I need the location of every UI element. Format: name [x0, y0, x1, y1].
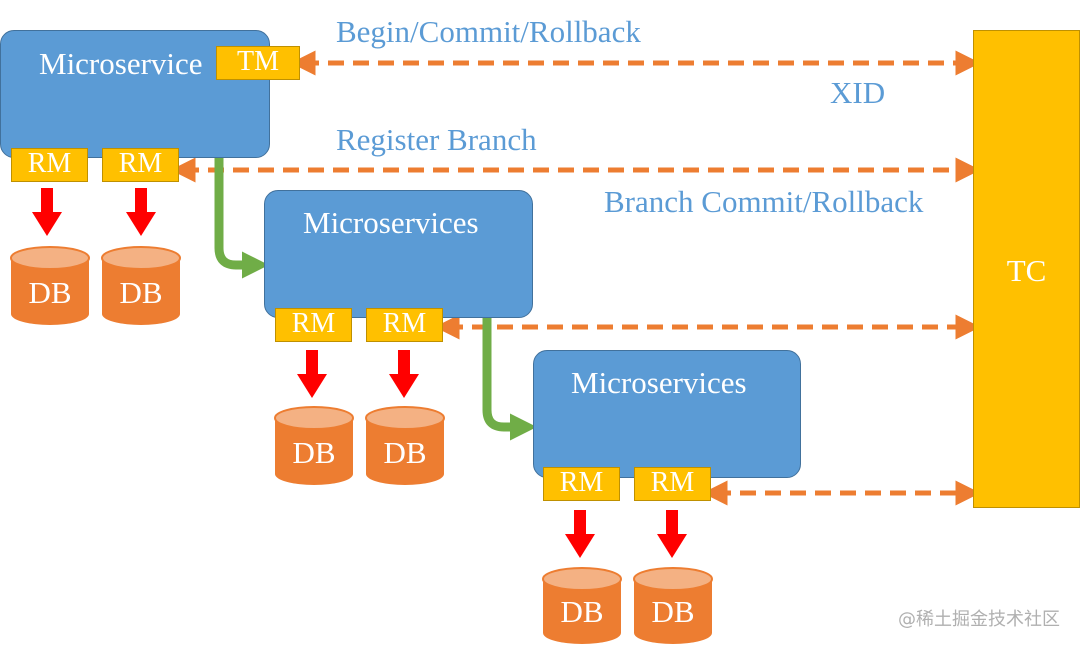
- rm-tag: RM: [543, 467, 620, 501]
- rm-tag: RM: [11, 148, 88, 182]
- db-label: DB: [383, 435, 427, 470]
- database-icon: [101, 246, 181, 325]
- database-icon: [274, 406, 354, 485]
- register-branch-label: Register Branch: [336, 122, 537, 157]
- rm-tag: RM: [634, 467, 711, 501]
- rm-tag: RM: [275, 308, 352, 342]
- db-label: DB: [292, 435, 336, 470]
- rm-tag: RM: [102, 148, 179, 182]
- rm-db-arrow: [126, 188, 156, 236]
- database-icon: [542, 567, 622, 644]
- db-label: DB: [119, 275, 163, 310]
- microservice-box-3: Microservices: [533, 350, 801, 478]
- call-arrow-1: [214, 150, 269, 279]
- xid-label: XID: [830, 75, 886, 110]
- database-icon: [10, 246, 90, 325]
- microservice-label: Microservices: [571, 365, 747, 400]
- rm-db-arrow: [297, 350, 327, 398]
- microservice-box-2: Microservices: [264, 190, 533, 318]
- database-icon: [633, 567, 713, 644]
- db-label: DB: [560, 594, 604, 629]
- microservice-label: Microservices: [303, 205, 479, 240]
- microservice-label: Microservice: [39, 46, 203, 81]
- rm-db-arrow: [657, 510, 687, 558]
- database-icon: [365, 406, 445, 485]
- rm-db-arrow: [389, 350, 419, 398]
- tc-label: TC: [1006, 253, 1047, 288]
- rm-db-arrow: [32, 188, 62, 236]
- rm-tag: RM: [366, 308, 443, 342]
- branch-commit-rollback-label: Branch Commit/Rollback: [604, 184, 924, 219]
- tc-box: TC: [973, 30, 1080, 508]
- db-label: DB: [28, 275, 72, 310]
- tm-tag: TM: [216, 46, 300, 80]
- rm-db-arrow: [565, 510, 595, 558]
- microservice-box-1: Microservice: [0, 30, 270, 158]
- db-label: DB: [651, 594, 695, 629]
- begin-commit-rollback-label: Begin/Commit/Rollback: [336, 14, 641, 49]
- watermark: @稀土掘金技术社区: [898, 609, 1060, 630]
- call-arrow-2: [482, 310, 537, 441]
